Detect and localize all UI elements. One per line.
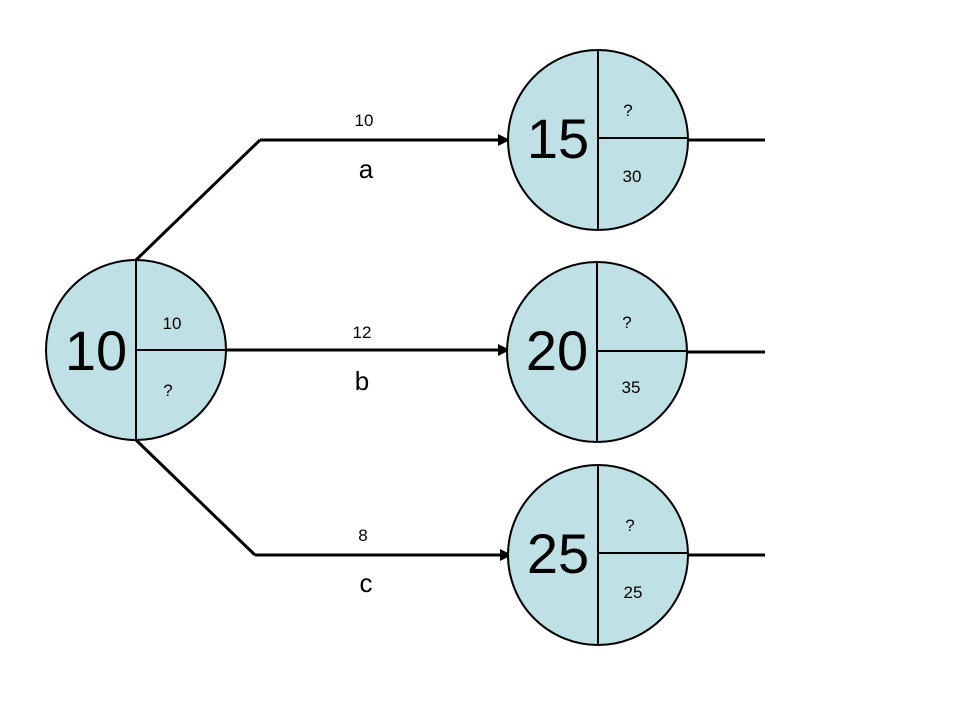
edge-a-name: a bbox=[359, 154, 374, 184]
node-start-top-value: 10 bbox=[163, 314, 182, 333]
edge-c bbox=[134, 438, 512, 561]
node-b: 20 ? 35 bbox=[506, 261, 688, 443]
node-a-bottom-value: 30 bbox=[623, 167, 642, 186]
node-c-top-value: ? bbox=[625, 516, 634, 535]
node-start-number: 10 bbox=[65, 319, 127, 382]
edge-a bbox=[134, 134, 510, 262]
edge-a-duration: 10 bbox=[355, 111, 374, 130]
edge-b-name: b bbox=[355, 366, 369, 396]
edge-c-duration: 8 bbox=[358, 526, 367, 545]
node-c-number: 25 bbox=[527, 522, 589, 585]
node-b-number: 20 bbox=[526, 319, 588, 382]
edge-b-duration: 12 bbox=[353, 323, 372, 342]
edge-a-diagonal bbox=[134, 138, 262, 262]
node-c: 25 ? 25 bbox=[507, 464, 689, 646]
node-start: 10 10 ? bbox=[45, 259, 227, 441]
node-b-bottom-value: 35 bbox=[622, 378, 641, 397]
edge-c-diagonal bbox=[134, 438, 257, 557]
node-a-number: 15 bbox=[527, 107, 589, 170]
node-a: 15 ? 30 bbox=[507, 49, 689, 231]
node-c-bottom-value: 25 bbox=[624, 583, 643, 602]
node-b-top-value: ? bbox=[622, 313, 631, 332]
node-start-bottom-value: ? bbox=[163, 381, 172, 400]
node-a-top-value: ? bbox=[623, 101, 632, 120]
edge-c-name: c bbox=[360, 568, 373, 598]
